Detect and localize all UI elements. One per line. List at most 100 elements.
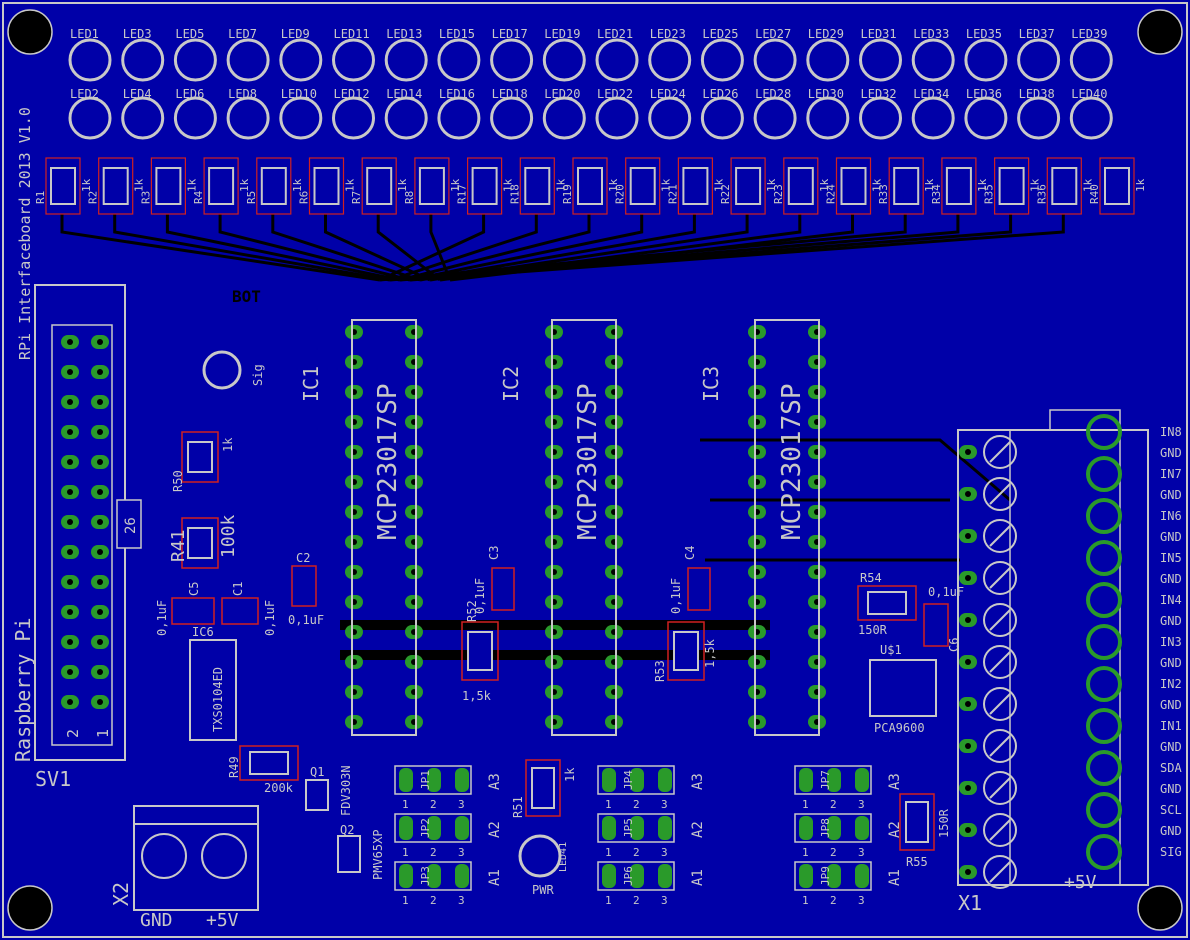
jumper-pad-8-2 — [827, 816, 841, 840]
resistor-body-4 — [208, 167, 235, 205]
resistor-body-19 — [998, 167, 1025, 205]
bot-label: BOT — [232, 287, 261, 306]
r52-ref: R52 — [465, 600, 479, 622]
resistor-body-11 — [577, 167, 603, 205]
x1-pad-5-drill — [965, 617, 971, 623]
jumper-pin-label-6-3: 3 — [661, 894, 668, 907]
c5-body — [171, 597, 215, 625]
resistor-ref-18: R34 — [930, 184, 943, 204]
led-bottom-16 — [859, 96, 902, 140]
led-top-label-20: LED39 — [1071, 27, 1107, 41]
x1-screw-slot-2 — [989, 483, 1011, 505]
led-bottom-label-12: LED24 — [650, 87, 686, 101]
x1-label-1: IN8 — [1160, 425, 1182, 439]
pwr-led — [518, 834, 562, 878]
x1-pad-6-drill — [965, 659, 971, 665]
jumper-pad-4-3 — [658, 768, 672, 792]
jumper-pad-5-3 — [658, 816, 672, 840]
led-top-label-19: LED37 — [1019, 27, 1055, 41]
led-bottom-label-15: LED30 — [808, 87, 844, 101]
trace-led-1 — [60, 214, 381, 282]
resistor-ref-14: R22 — [719, 184, 732, 204]
resistor-ref-19: R35 — [983, 184, 996, 204]
x1-screw-4 — [983, 561, 1017, 595]
c2-value: 0,1uF — [288, 613, 324, 627]
x1-screw-7 — [983, 687, 1017, 721]
header-pad-even-6-drill — [67, 489, 73, 495]
header-pad-odd-7-drill — [97, 519, 103, 525]
resistor-body-18 — [945, 167, 972, 205]
x1-pad-7-drill — [965, 701, 971, 707]
led-top-11 — [595, 38, 639, 82]
pads-layer — [61, 325, 826, 729]
resistor-outline-18 — [941, 157, 977, 215]
resistor-outline-12 — [625, 157, 661, 215]
led-top-17 — [911, 38, 955, 82]
resistor-value-16: 1k — [871, 178, 884, 192]
r49-outline — [239, 745, 299, 781]
jumper-ref-7: JP7 — [819, 770, 832, 790]
led-top-label-18: LED35 — [966, 27, 1002, 41]
x1-label-3: IN7 — [1160, 467, 1182, 481]
r55-body — [905, 801, 929, 843]
x1-pad-4-drill — [965, 575, 971, 581]
jumper-pad-6-1 — [602, 864, 616, 888]
x1-label-20: GND — [1160, 824, 1182, 838]
jumper-ref-8: JP8 — [819, 818, 832, 838]
trace-led-5 — [271, 214, 421, 282]
header-pad-odd-3-drill — [97, 399, 103, 405]
resistor-value-1: 1k — [80, 178, 93, 192]
led-top-19 — [1017, 38, 1061, 82]
resistor-body-20 — [1051, 167, 1078, 205]
trace-led-9 — [379, 214, 486, 282]
jumper-pad-8-1 — [799, 816, 813, 840]
ic2-ref: IC2 — [499, 366, 523, 402]
ic6-body — [189, 639, 237, 741]
jumper-pad-3-3 — [455, 864, 469, 888]
trace-led-8 — [429, 214, 452, 281]
x1-label-6: GND — [1160, 530, 1182, 544]
resistor-body-7 — [366, 167, 393, 205]
header-pad-odd-1-drill — [97, 339, 103, 345]
resistor-outline-5 — [256, 157, 292, 215]
header-pad-even-3-drill — [67, 399, 73, 405]
jumper-outline-1 — [394, 765, 472, 795]
ic6-ref: IC6 — [192, 625, 214, 639]
jumper-pad-5-1 — [602, 816, 616, 840]
r53-value: 1,5k — [703, 638, 717, 668]
jumper-ref-6: JP6 — [622, 866, 635, 886]
r54-body — [867, 591, 907, 615]
jumper-pad-7-3 — [855, 768, 869, 792]
jumper-pin-label-4-1: 1 — [605, 798, 612, 811]
x1-ref: X1 — [958, 891, 982, 915]
jumper-addr-8: A2 — [887, 821, 903, 838]
jumper-ref-3: JP3 — [419, 866, 432, 886]
resistor-ref-9: R17 — [456, 184, 469, 204]
r54-outline — [857, 585, 917, 621]
led-bottom-label-18: LED36 — [966, 87, 1002, 101]
led-top-20 — [1069, 38, 1113, 82]
led-top-label-9: LED17 — [492, 27, 528, 41]
x1-pad-3-drill — [965, 533, 971, 539]
c4-value: 0,1uF — [669, 578, 683, 614]
c2-ref: C2 — [296, 551, 310, 565]
q2-value: PMV65XP — [371, 829, 385, 880]
led-bottom-14 — [753, 96, 797, 140]
trace-led-12 — [409, 214, 644, 282]
led-bottom-label-1: LED2 — [70, 87, 99, 101]
led-top-3 — [173, 38, 217, 82]
x1-input-pad-6 — [1086, 624, 1122, 660]
c4-ref: C4 — [683, 546, 697, 560]
board-title: RPi Interfaceboard 2013 V1.0 — [16, 107, 34, 360]
header-pad-odd-6-drill — [97, 489, 103, 495]
resistor-ref-1: R1 — [34, 191, 47, 204]
resistor-body-15 — [787, 167, 814, 205]
led-bottom-19 — [1017, 96, 1061, 140]
x2-gnd-label: GND — [140, 910, 173, 931]
led-top-label-16: LED31 — [861, 27, 897, 41]
led-top-14 — [753, 38, 797, 82]
x1-label-4: GND — [1160, 488, 1182, 502]
x1-pad-8-drill — [965, 743, 971, 749]
resistor-body-12 — [629, 167, 656, 205]
resistor-body-17 — [893, 167, 920, 205]
